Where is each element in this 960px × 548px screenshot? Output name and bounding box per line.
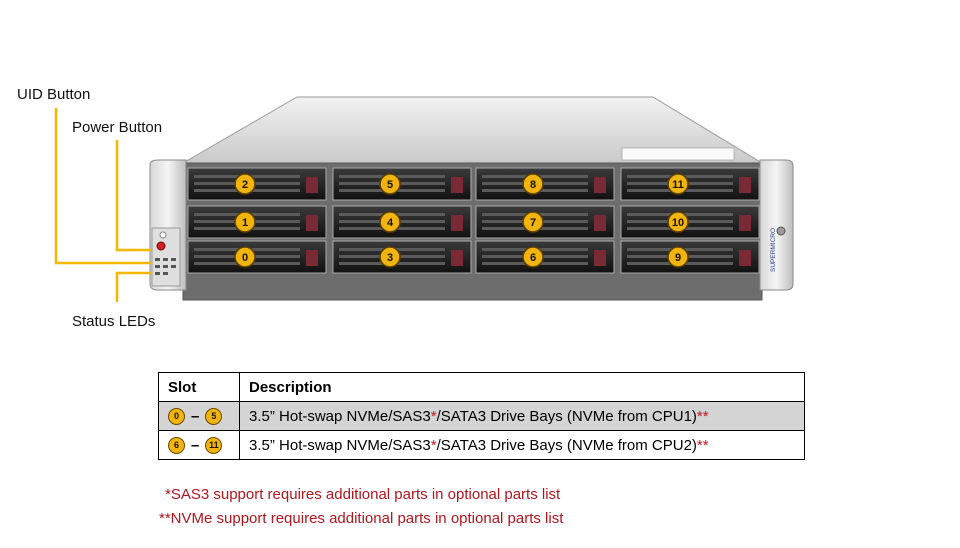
- tray-latch: [451, 250, 463, 266]
- bay-number-badge: [667, 173, 689, 195]
- tray-latch: [594, 250, 606, 266]
- drive-bay: 10: [620, 205, 760, 239]
- bay-number-label: 6: [530, 252, 536, 264]
- nvme-footnote-marker: **: [696, 407, 709, 425]
- bay-number-label: 1: [242, 217, 248, 229]
- bay-number-badge: [234, 173, 256, 195]
- drive-bay: 9: [620, 240, 760, 274]
- slot-badge-end: 11: [205, 436, 223, 454]
- bay-number-badge: [379, 246, 401, 268]
- bay-number-label: 7: [530, 217, 536, 229]
- bay-number-badge: [522, 173, 544, 195]
- bay-number-badge: [522, 246, 544, 268]
- chassis-label-plate: [621, 147, 735, 161]
- description-text-cont: /SATA3 Drive Bays (NVMe from CPU1): [436, 407, 697, 425]
- bay-number-badge: [234, 246, 256, 268]
- tray-latch: [306, 215, 318, 231]
- power-button-icon: [156, 241, 166, 251]
- tray-latch: [306, 177, 318, 193]
- slot-description-table: Slot Description 0 – 5 3.5” Hot-swap NVM…: [158, 372, 805, 460]
- slot-range-cell: 0 – 5: [158, 401, 240, 431]
- header-slot: Slot: [158, 372, 240, 402]
- bay-number-label: 0: [242, 252, 248, 264]
- bay-number-label: 8: [530, 179, 536, 191]
- range-dash: –: [191, 407, 200, 425]
- description-text-cont: /SATA3 Drive Bays (NVMe from CPU2): [436, 436, 697, 454]
- table-row: 0 – 5 3.5” Hot-swap NVMe/SAS3*/SATA3 Dri…: [158, 401, 805, 431]
- bay-number-label: 11: [672, 179, 684, 191]
- bay-number-badge: [667, 246, 689, 268]
- bay-number-label: 10: [672, 217, 684, 229]
- sas3-footnote-marker: *: [430, 436, 437, 454]
- bay-number-badge: [667, 211, 689, 233]
- bay-number-badge: [234, 211, 256, 233]
- uid-button-icon: [159, 231, 167, 239]
- table-header-row: Slot Description: [158, 372, 805, 402]
- tray-latch: [451, 215, 463, 231]
- right-rack-ear: [759, 159, 794, 291]
- right-thumbscrew-icon: [776, 226, 786, 236]
- power-button-label: Power Button: [72, 119, 163, 136]
- bay-number-badge: [522, 211, 544, 233]
- sas3-footnote: *SAS3 support requires additional parts …: [165, 486, 561, 503]
- description-cell: 3.5” Hot-swap NVMe/SAS3*/SATA3 Drive Bay…: [239, 430, 805, 460]
- slot-badge-start: 0: [168, 407, 185, 425]
- drive-bay: 7: [475, 205, 615, 239]
- nvme-footnote: **NVMe support requires additional parts…: [159, 510, 564, 527]
- brand-text: SUPERMICRO: [770, 228, 777, 272]
- status-leds-label: Status LEDs: [72, 313, 156, 330]
- nvme-footnote-marker: **: [696, 436, 709, 454]
- description-text: 3.5” Hot-swap NVMe/SAS3: [249, 436, 431, 454]
- range-dash: –: [191, 436, 200, 454]
- drive-bay: 4: [332, 205, 472, 239]
- slot-badge-end: 5: [205, 407, 223, 425]
- bay-number-badge: [379, 211, 401, 233]
- uid-button-label: UID Button: [17, 86, 91, 103]
- tray-latch: [739, 177, 751, 193]
- status-callout-line: [115, 271, 152, 302]
- drive-bay: 11: [620, 167, 760, 201]
- description-cell: 3.5” Hot-swap NVMe/SAS3*/SATA3 Drive Bay…: [239, 401, 805, 431]
- drive-bay: 0: [187, 240, 327, 274]
- uid-callout-line: [54, 108, 152, 265]
- drive-bay: 3: [332, 240, 472, 274]
- bay-number-badge: [379, 173, 401, 195]
- power-callout-line: [115, 140, 152, 252]
- sas3-footnote-marker: *: [430, 407, 437, 425]
- drive-bay: 2: [187, 167, 327, 201]
- bay-number-label: 5: [387, 179, 393, 191]
- drive-bay: 6: [475, 240, 615, 274]
- tray-latch: [451, 177, 463, 193]
- description-text: 3.5” Hot-swap NVMe/SAS3: [249, 407, 431, 425]
- callout-lines: [54, 108, 152, 302]
- drive-bay: 8: [475, 167, 615, 201]
- tray-latch: [739, 250, 751, 266]
- slot-range-cell: 6 – 11: [158, 430, 240, 460]
- tray-latch: [594, 177, 606, 193]
- left-control-panel: [151, 227, 181, 287]
- bay-number-label: 2: [242, 179, 248, 191]
- bay-number-label: 3: [387, 252, 393, 264]
- drive-bay: 5: [332, 167, 472, 201]
- status-led-icons: [155, 258, 176, 275]
- slot-badge-start: 6: [168, 436, 185, 454]
- bay-number-label: 4: [387, 217, 394, 229]
- tray-latch: [306, 250, 318, 266]
- drive-bay: 1: [187, 205, 327, 239]
- tray-latch: [594, 215, 606, 231]
- table-row: 6 – 11 3.5” Hot-swap NVMe/SAS3*/SATA3 Dr…: [158, 430, 805, 460]
- tray-latch: [739, 215, 751, 231]
- header-description: Description: [239, 372, 805, 402]
- bay-number-label: 9: [675, 252, 681, 264]
